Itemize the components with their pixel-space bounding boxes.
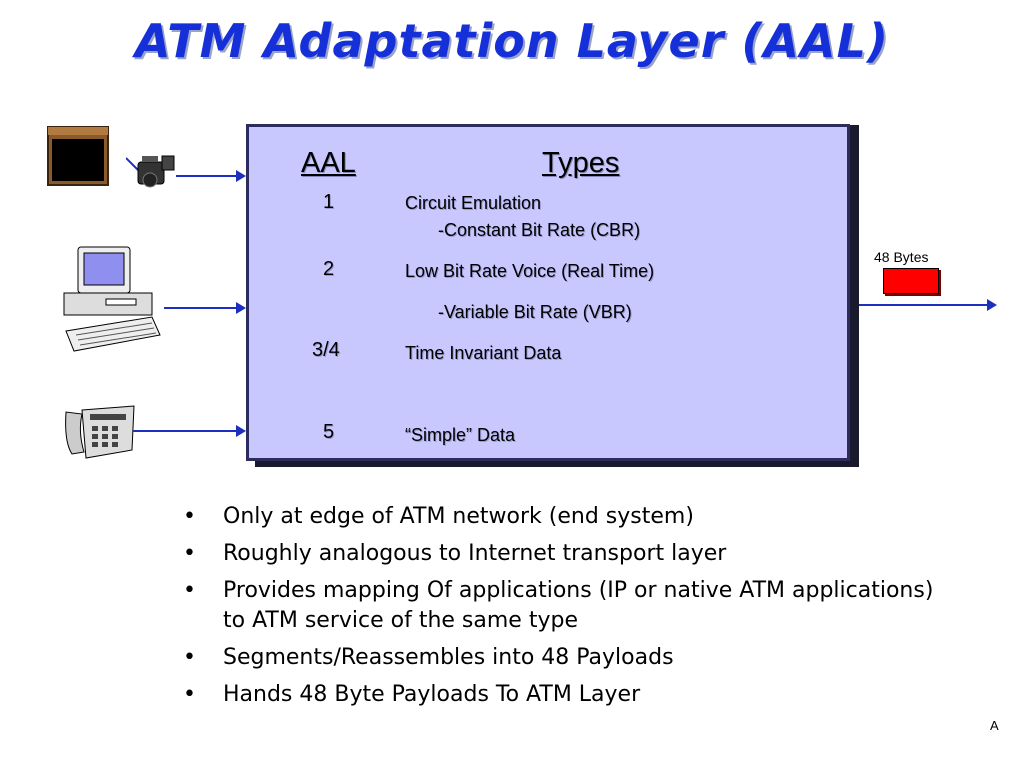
bullet-item: Hands 48 Byte Payloads To ATM Layer (183, 680, 943, 710)
tv-icon (47, 126, 109, 186)
aal-number: 5 (323, 421, 335, 443)
video-camera-icon (126, 155, 175, 188)
arrow-computer-to-aal (164, 302, 246, 314)
payload-packet (883, 268, 939, 294)
aal-type-subdescription: -Variable Bit Rate (VBR) (438, 302, 632, 322)
bullet-item: Segments/Reassembles into 48 Payloads (183, 643, 943, 673)
telephone-icon (65, 405, 135, 459)
aal-type-description: Time Invariant Data (405, 343, 562, 363)
arrow-aal-to-atm (859, 299, 997, 311)
types-column-header: Types (542, 147, 620, 179)
slide-footer-mark: A (990, 718, 999, 733)
bullet-item: Only at edge of ATM network (end system) (183, 502, 943, 532)
aal-type-description: Low Bit Rate Voice (Real Time) (405, 261, 655, 281)
aal-type-description: “Simple” Data (405, 425, 516, 445)
computer-icon (63, 246, 161, 352)
bullet-list: Only at edge of ATM network (end system)… (183, 502, 943, 717)
aal-type-description: Circuit Emulation (405, 193, 542, 213)
aal-number: 1 (323, 191, 335, 213)
bullet-item: Provides mapping Of applications (IP or … (183, 576, 943, 636)
arrow-video-to-aal (176, 170, 246, 182)
aal-column-header: AAL (301, 147, 356, 179)
bullet-item: Roughly analogous to Internet transport … (183, 539, 943, 569)
aal-type-subdescription: -Constant Bit Rate (CBR) (438, 220, 641, 240)
arrow-phone-to-aal (133, 425, 246, 437)
slide-title: ATM Adaptation Layer (AAL) (135, 14, 889, 68)
aal-number: 3/4 (312, 339, 340, 361)
packet-size-label: 48 Bytes (874, 249, 929, 265)
aal-types-panel: AAL Types 1 Circuit Emulation -Constant … (246, 124, 850, 461)
aal-number: 2 (323, 258, 335, 280)
